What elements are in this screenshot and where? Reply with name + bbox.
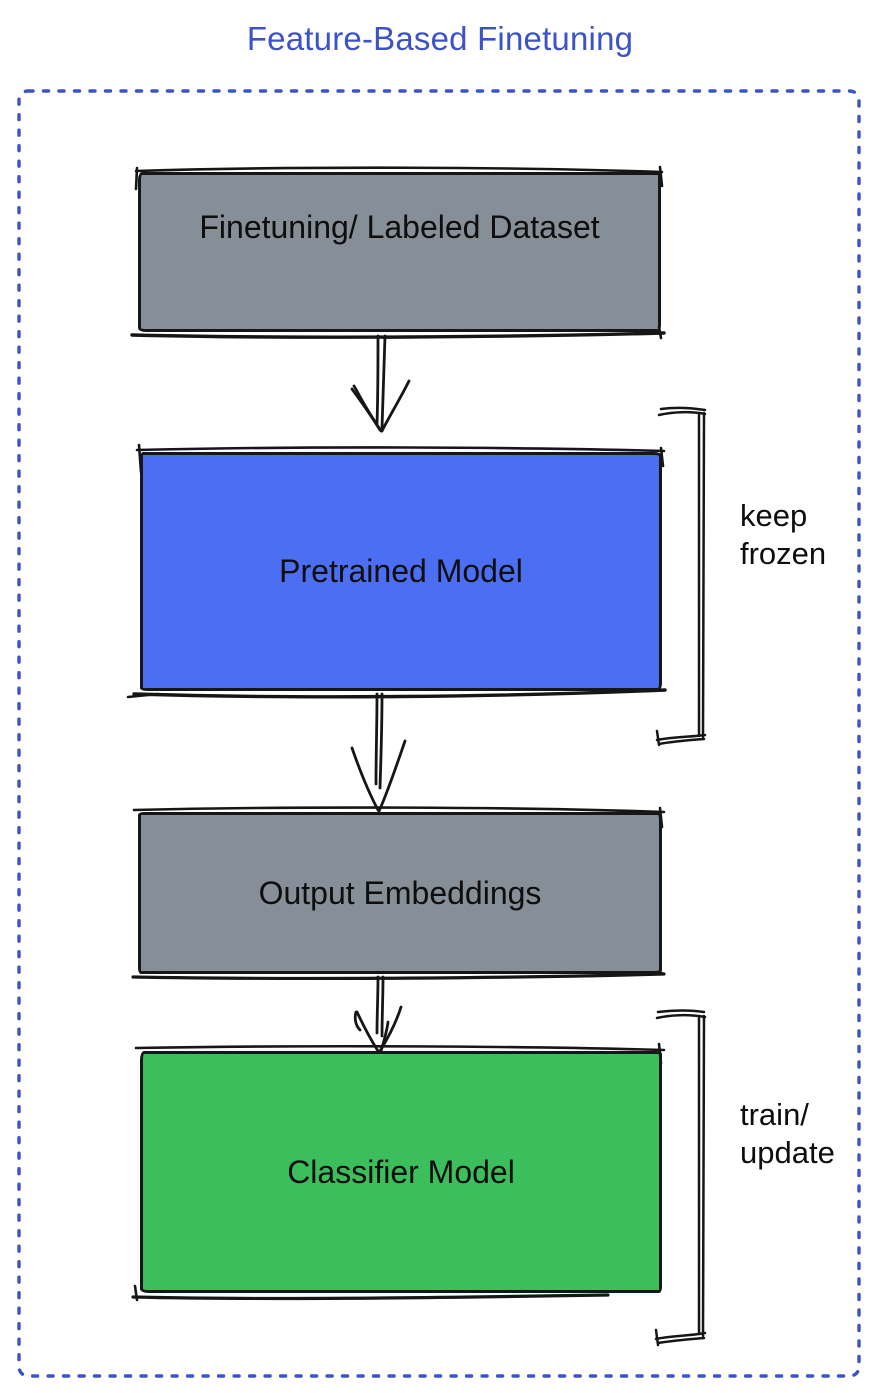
annotation-train-update: train/ update bbox=[740, 1096, 835, 1172]
node-label: Finetuning/ Labeled Dataset bbox=[199, 209, 600, 245]
flow-arrow-1 bbox=[350, 334, 411, 433]
bracket-train-update bbox=[654, 1009, 707, 1347]
annotation-keep-frozen: keep frozen bbox=[740, 497, 826, 573]
annotation-line: keep bbox=[740, 498, 808, 533]
node-classifier-model: Classifier Model bbox=[140, 1051, 662, 1293]
bracket-keep-frozen bbox=[655, 406, 707, 747]
node-output-embeddings: Output Embeddings bbox=[138, 812, 662, 974]
annotation-line: train/ bbox=[740, 1097, 809, 1132]
node-label: Output Embeddings bbox=[258, 874, 542, 911]
node-finetuning-dataset: Finetuning/ Labeled Dataset bbox=[138, 172, 661, 332]
node-label: Pretrained Model bbox=[279, 553, 523, 589]
node-label: Classifier Model bbox=[287, 1153, 515, 1190]
diagram-title: Feature-Based Finetuning bbox=[246, 20, 634, 57]
annotation-line: frozen bbox=[740, 536, 827, 571]
flow-arrow-3 bbox=[353, 975, 403, 1053]
flow-arrow-2 bbox=[350, 692, 407, 813]
node-pretrained-model: Pretrained Model bbox=[140, 452, 662, 691]
annotation-line: update bbox=[740, 1135, 835, 1170]
